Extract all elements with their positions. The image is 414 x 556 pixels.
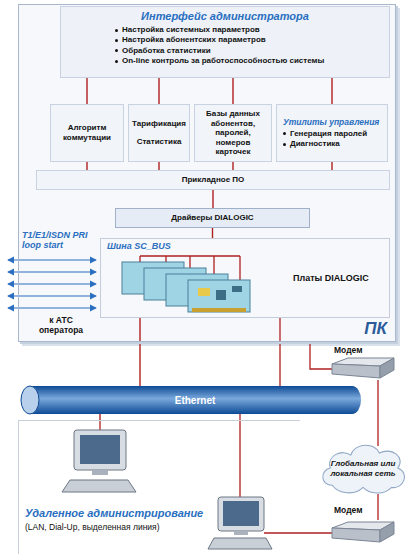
stand [234,531,248,535]
pc-frame: ПК Интерфейс администратораНастройка сист… [18,4,396,342]
ethernet-end [343,386,361,414]
connector [232,78,233,104]
screen [80,435,120,464]
port-arrows [8,260,96,308]
bullet-item: Генерация паролей [283,129,381,139]
node-title: Утилиты управления [283,117,381,127]
connector [232,162,233,170]
node-text: (LAN, Dial-Up, выделенная линия) [25,522,294,532]
edge-connector [192,308,246,312]
connector [86,162,87,170]
wire [377,494,378,520]
modem-front [332,364,380,378]
device-label: Модем [334,345,384,355]
bullet-dot [115,49,118,52]
bullet-dot [115,29,118,32]
node-title: Тарификация [132,119,186,129]
wire [279,318,280,386]
connector [158,162,159,170]
bullet-dot [283,132,286,135]
bullet-item: Диагностика [283,139,381,149]
modem-side [380,522,394,542]
module-box: Базы данных абонентов, паролей, номеров … [194,104,272,162]
modem-side [380,358,394,378]
pc-frame [18,4,396,342]
wire [377,380,378,446]
device-label: Модем [334,505,384,515]
remote-admin-region: Удаленное администрирование (LAN, Dial-Up… [18,420,300,554]
port-arrow [8,271,96,272]
node-title: Удаленное администрирование [25,507,294,519]
chip [216,290,226,300]
node-title: Драйверы DIALOGIC [120,213,305,223]
node-text: Обработка статистики [122,46,211,56]
ethernet-end [21,386,39,414]
node-title: Прикладное ПО [41,175,385,185]
bullet-dot [115,39,118,42]
port-arrow [8,307,96,308]
dialogic-boards [122,262,250,312]
bullet-item: On-line контроль за работоспособностью с… [69,56,381,66]
node-title: Интерфейс администратора [69,10,381,22]
keyboard [208,538,272,549]
chip [232,286,242,292]
node-text: On-line контроль за работоспособностью с… [122,56,324,66]
module-box: ТарификацияСтатистика [128,104,190,162]
bullet-dot [283,143,286,146]
connector [86,78,87,104]
monitor [218,497,264,531]
connector [331,162,332,170]
bullet-dot [115,60,118,63]
screen [223,501,259,526]
bullet-item: Настройка системных параметров [69,25,381,35]
connector [139,318,140,386]
connector [212,190,213,208]
node-text: Настройка системных параметров [122,25,260,35]
node-title: Ethernet [30,395,360,406]
node-text: Статистика [132,137,186,147]
connector [212,228,213,238]
admin-interface-box: Интерфейс администратораНастройка систем… [60,6,390,78]
node-title: Глобальная или локальная сеть [330,459,396,477]
interface-label: T1/E1/ISDN PRI loop start [22,230,100,251]
module-box: Утилиты управленияГенерация паролейДиагн… [276,104,388,162]
computer [62,430,136,492]
keyboard [62,480,136,492]
port-arrow [8,283,96,284]
modem-front [332,528,380,542]
connector [158,78,159,104]
wire [99,420,100,430]
chip [198,288,210,296]
bullet-item: Настройка абонентских параметров [69,35,381,45]
node-title: Базы данных абонентов, паролей, номеров … [198,109,268,157]
monitor [74,430,126,470]
board [188,280,250,312]
node-title: Шина SC_BUS [101,239,389,253]
stand [92,470,108,475]
bullet-item: Обработка статистики [69,46,381,56]
node-title: ПК [364,319,387,339]
wire [239,414,240,497]
driver-box: Драйверы DIALOGIC [115,208,310,228]
ethernet-bus: Ethernet [30,386,360,414]
node-text: Диагностика [290,139,340,149]
node-text: Настройка абонентских параметров [122,35,266,45]
node-title: Алгоритм коммутации [54,123,120,142]
note-label: к АТС оператора [26,316,96,336]
port-arrow [8,259,96,260]
wire [264,532,332,533]
computer [208,497,272,549]
node-text: Платы DIALOGIC [293,273,389,283]
node-text: Генерация паролей [290,129,367,139]
module-box: Алгоритм коммутации [50,104,124,162]
modem [332,358,394,378]
cloud-shape [323,445,405,493]
wire [310,342,332,369]
connector [331,78,332,104]
software-band: Прикладное ПО [36,170,390,190]
modem [332,522,394,542]
board-panel: Шина SC_BUS Платы DIALOGIC [100,238,390,318]
port-arrow [8,295,96,296]
network-cloud: Глобальная или локальная сеть [318,438,408,496]
